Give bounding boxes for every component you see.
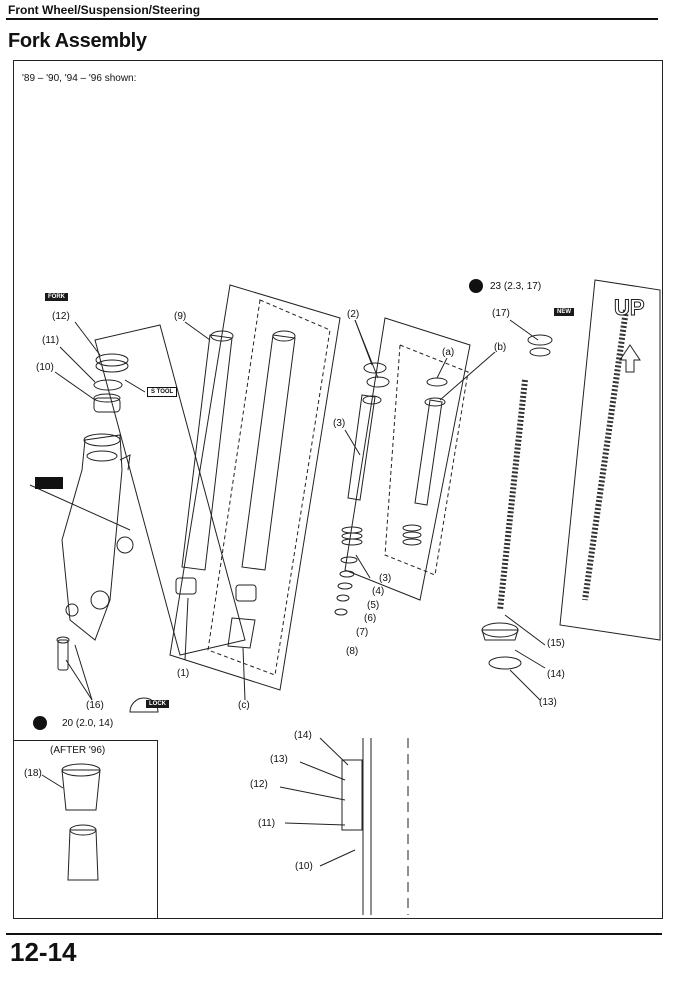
panel-outline-left <box>94 324 246 656</box>
callout-2: (2) <box>347 309 360 320</box>
up-marking: UP <box>614 295 646 321</box>
detail-callout-13: (13) <box>270 754 288 765</box>
detail-callout-11: (11) <box>258 818 276 829</box>
lock-icon <box>129 697 159 713</box>
torque-icon-top <box>469 279 483 293</box>
fork-spring-b <box>582 309 629 601</box>
torque-icon-bottom <box>33 716 47 730</box>
torque-spec-top: 23 (2.3, 17) <box>490 281 542 292</box>
page-title: Fork Assembly <box>8 30 147 52</box>
grease-icon <box>35 477 63 489</box>
panel-outline-spring <box>559 279 661 641</box>
callout-4: (4) <box>372 586 385 597</box>
callout-a: (a) <box>442 347 455 358</box>
callout-3: (3) <box>333 418 346 429</box>
detail-callout-12: (12) <box>250 779 268 790</box>
panel-outline-rod <box>344 317 471 601</box>
detail-callout-10: (10) <box>295 861 313 872</box>
fork-tube-b <box>241 334 296 571</box>
damper-rod <box>347 394 376 501</box>
callout-18: (18) <box>24 768 42 779</box>
header-rule <box>6 18 658 20</box>
callout-5: (5) <box>367 600 380 611</box>
callout-9: (9) <box>174 311 187 322</box>
callout-c: (c) <box>238 700 250 711</box>
callout-12: (12) <box>52 311 70 322</box>
callout-13: (13) <box>539 697 557 708</box>
inset-label: (AFTER '96) <box>50 745 106 756</box>
panel-outline-tube <box>169 284 341 691</box>
detail-callout-14: (14) <box>294 730 312 741</box>
diagram-frame <box>13 60 663 919</box>
callout-15: (15) <box>547 638 565 649</box>
shown-note: '89 – '90, '94 – '96 shown: <box>22 73 137 84</box>
new-part-tag: NEW <box>554 308 574 316</box>
callout-14: (14) <box>547 669 565 680</box>
footer-rule <box>6 933 662 935</box>
callout-3b: (3) <box>379 573 392 584</box>
callout-8: (8) <box>346 646 359 657</box>
callout-17: (17) <box>492 308 510 319</box>
callout-6: (6) <box>364 613 377 624</box>
fork-tube <box>181 334 233 571</box>
torque-spec-bottom: 20 (2.0, 14) <box>62 718 114 729</box>
callout-11: (11) <box>42 335 60 346</box>
callout-10: (10) <box>36 362 54 373</box>
lock-tag: LOCK <box>146 700 169 708</box>
fork-spring <box>497 379 528 611</box>
special-tool-tag: S TOOL <box>147 387 178 397</box>
page-number: 12-14 <box>10 937 77 967</box>
fork-fluid-tag: FORK <box>45 293 68 301</box>
callout-1: (1) <box>177 668 190 679</box>
callout-16: (16) <box>86 700 104 711</box>
after-96-inset <box>13 740 158 918</box>
callout-7: (7) <box>356 627 369 638</box>
callout-b: (b) <box>494 342 507 353</box>
section-header: Front Wheel/Suspension/Steering <box>8 3 201 17</box>
fork-slider <box>61 434 123 641</box>
